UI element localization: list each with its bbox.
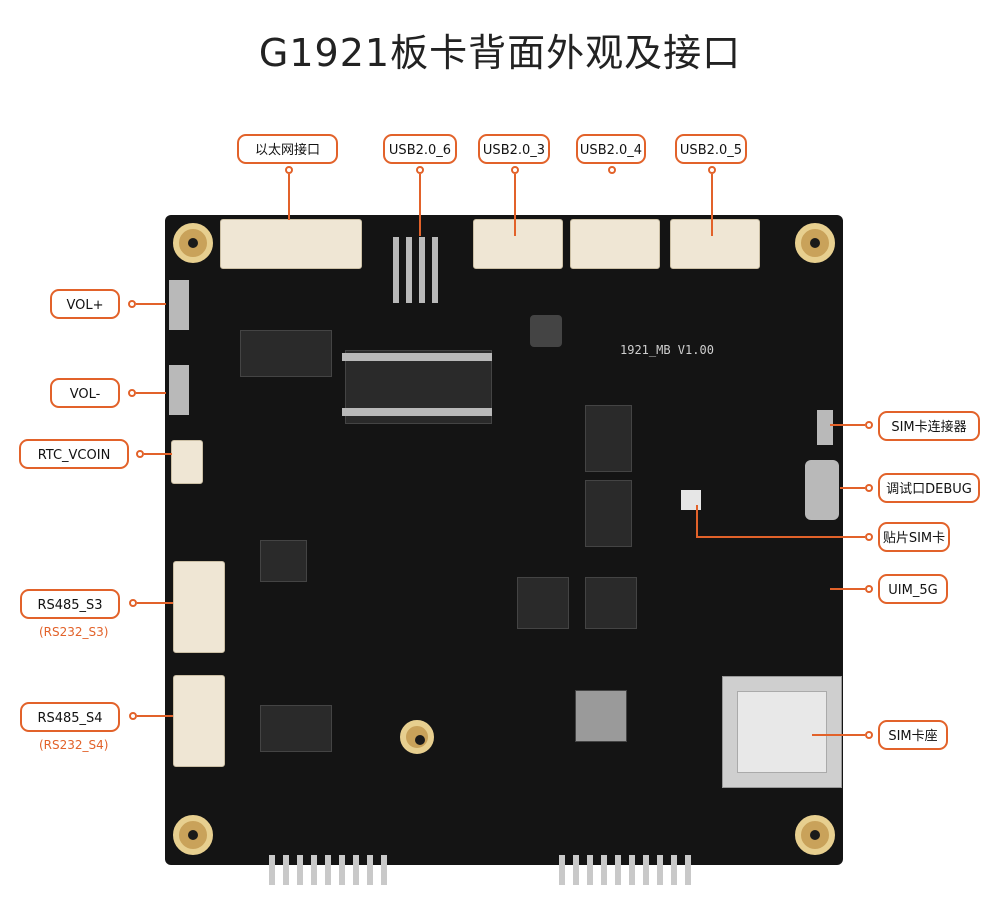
ic-chip — [585, 480, 632, 547]
smd-sim-chip — [681, 490, 701, 510]
label-sim-connector: SIM卡连接器 — [878, 411, 980, 441]
usb4-connector — [570, 219, 660, 269]
label-usb3: USB2.0_3 — [478, 134, 550, 164]
usb6-pad — [419, 237, 425, 303]
label-rs232-s4: (RS232_S4) — [39, 738, 109, 752]
usb6-pad — [393, 237, 399, 303]
usb6-pad — [406, 237, 412, 303]
rtc-connector — [171, 440, 203, 484]
label-vol-plus: VOL+ — [50, 289, 120, 319]
ic-chip — [260, 705, 332, 752]
vol-plus-switch — [169, 280, 189, 330]
circuit-board-photo: 1921_MB V1.00 — [165, 215, 843, 885]
usb6-pad — [432, 237, 438, 303]
label-debug: 调试口DEBUG — [878, 473, 980, 503]
label-uim-5g: UIM_5G — [878, 574, 948, 604]
usb5-connector — [670, 219, 760, 269]
ic-chip — [585, 577, 637, 629]
label-usb5: USB2.0_5 — [675, 134, 747, 164]
rs485-s3-connector — [173, 561, 225, 653]
label-rs485-s3: RS485_S3 — [20, 589, 120, 619]
rs485-s4-connector — [173, 675, 225, 767]
ethernet-connector — [220, 219, 362, 269]
mounting-hole — [173, 815, 213, 855]
board-marking: 1921_MB V1.00 — [620, 343, 714, 357]
label-ethernet: 以太网接口 — [237, 134, 338, 164]
mounting-hole — [173, 223, 213, 263]
label-rs485-s4: RS485_S4 — [20, 702, 120, 732]
label-rs232-s3: (RS232_S3) — [39, 625, 109, 639]
page-title: G1921板卡背面外观及接口 — [258, 31, 742, 75]
label-usb4: USB2.0_4 — [576, 134, 646, 164]
mounting-hole — [795, 815, 835, 855]
pad-row — [342, 353, 492, 361]
inductor — [530, 315, 562, 347]
pad-row — [342, 408, 492, 416]
label-usb6: USB2.0_6 — [383, 134, 457, 164]
label-sim-socket: SIM卡座 — [878, 720, 948, 750]
label-rtc: RTC_VCOIN — [19, 439, 129, 469]
mounting-hole — [400, 720, 434, 754]
label-smd-sim: 贴片SIM卡 — [878, 522, 950, 552]
debug-usb-port — [805, 460, 839, 520]
sim-socket — [722, 676, 842, 788]
sim-connector — [817, 410, 833, 445]
ic-chip — [240, 330, 332, 377]
ic-chip — [260, 540, 307, 582]
ic-chip — [585, 405, 632, 472]
ic-chip — [575, 690, 627, 742]
label-vol-minus: VOL- — [50, 378, 120, 408]
vol-minus-switch — [169, 365, 189, 415]
usb3-connector — [473, 219, 563, 269]
ic-chip — [517, 577, 569, 629]
mounting-hole — [795, 223, 835, 263]
